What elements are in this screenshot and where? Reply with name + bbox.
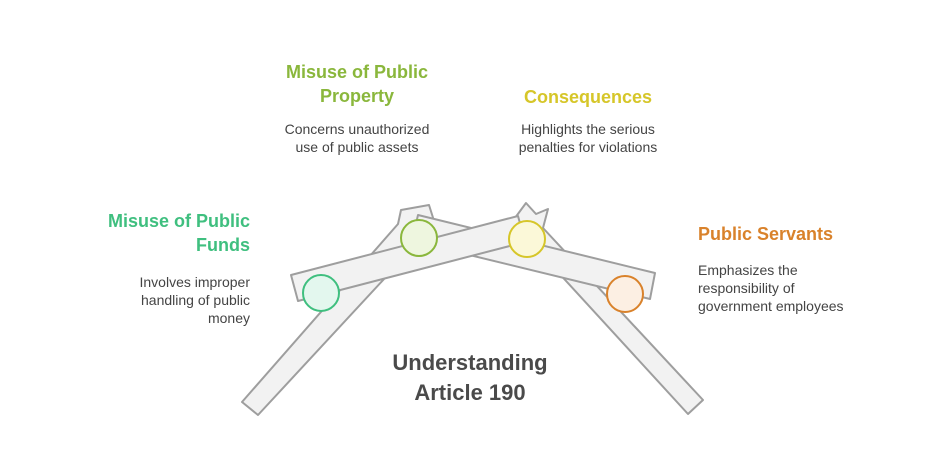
node-funds [302,274,340,312]
title-misuse-of-public-property: Misuse of Public Property [285,62,429,106]
title-consequences: Consequences [523,87,653,107]
description-misuse-of-public-property: Concerns unauthorized use of public asse… [284,121,430,155]
description-public-servants: Emphasizes the responsibility of governm… [698,262,844,314]
title-public-servants: Public Servants [698,224,834,244]
node-property [400,219,438,257]
node-consequences [508,220,546,258]
description-consequences: Highlights the serious penalties for vio… [518,121,658,155]
description-misuse-of-public-funds: Involves improper handling of public mon… [139,274,251,326]
node-servants [606,275,644,313]
center-title: Understanding Article 190 [392,350,548,405]
title-misuse-of-public-funds: Misuse of Public Funds [107,211,250,255]
